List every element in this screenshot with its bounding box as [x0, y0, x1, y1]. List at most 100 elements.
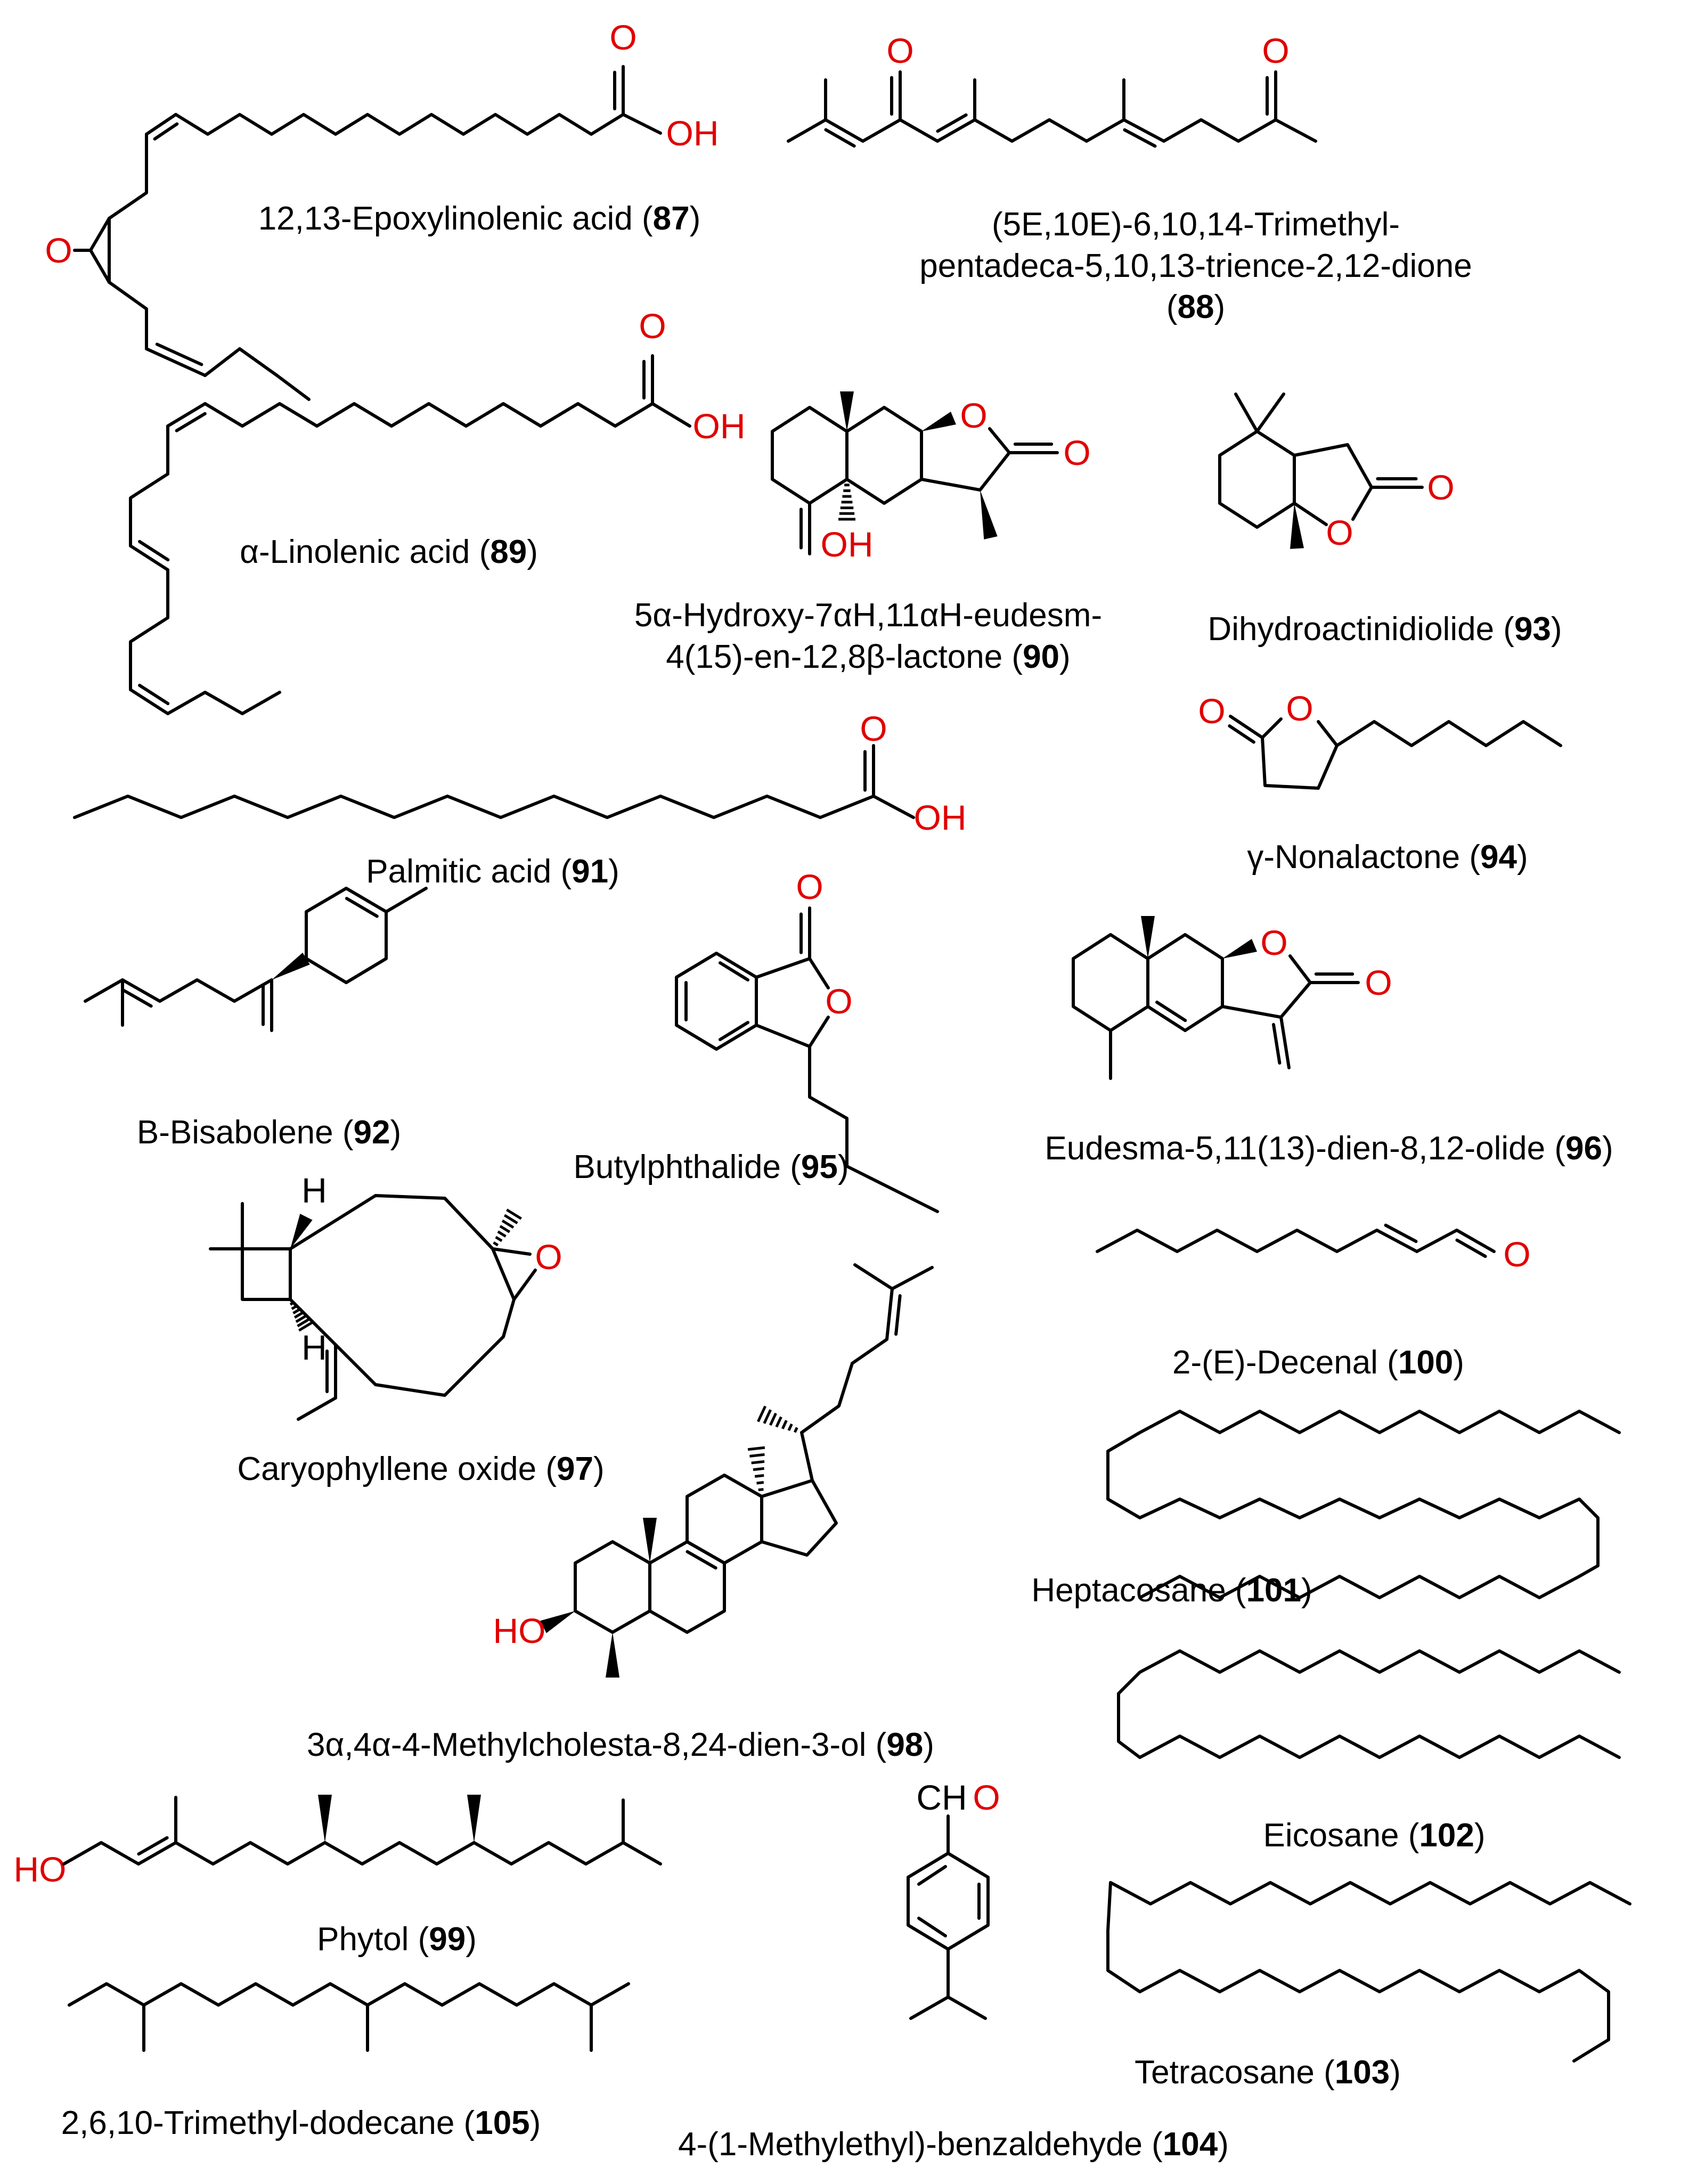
bond — [686, 1540, 726, 1565]
compound-number: 105 — [475, 2105, 530, 2141]
bond — [973, 118, 1125, 143]
bond — [686, 1474, 763, 1565]
lactone-oxygen: O — [1326, 513, 1353, 552]
compound-name: Butylphthalide — [573, 1149, 781, 1185]
bond — [1415, 1229, 1458, 1253]
epoxide-oxygen: O — [535, 1237, 562, 1277]
structure-105 — [68, 1982, 630, 2052]
wedge-bond — [980, 490, 998, 539]
wedge-bond — [643, 1518, 657, 1563]
compound-number: 102 — [1419, 1817, 1474, 1854]
double-bond — [936, 113, 968, 133]
compound-name: Phytol — [317, 1921, 409, 1958]
caption-87: 12,13-Epoxylinolenic acid (87) — [258, 200, 701, 237]
aldehyde-oxygen: O — [1503, 1234, 1530, 1274]
compound-number: 103 — [1334, 2054, 1390, 2091]
bond — [861, 118, 902, 143]
hash-bond — [506, 1208, 522, 1220]
double-bond — [345, 897, 379, 918]
bond — [1218, 430, 1296, 529]
compound-number: 93 — [1514, 611, 1551, 648]
hash-bond — [497, 1230, 507, 1238]
double-bond — [1384, 1223, 1418, 1244]
hash-bond — [763, 1409, 772, 1424]
bond — [89, 217, 111, 284]
bond — [1106, 1410, 1621, 1599]
bond — [1293, 443, 1373, 489]
hydroxyl-group: HO — [493, 1611, 546, 1650]
aldehyde-carbon: CH — [916, 1778, 967, 1817]
bond — [1261, 717, 1283, 739]
caption-97: Caryophyllene oxide (97) — [237, 1451, 605, 1487]
compound-name: Tetracosane — [1135, 2054, 1315, 2091]
carbonyl-oxygen: O — [1063, 433, 1090, 472]
bond — [73, 795, 875, 819]
compound-number: 100 — [1398, 1344, 1454, 1381]
bond — [719, 1021, 749, 1041]
bond — [108, 281, 148, 350]
bond — [305, 887, 348, 960]
compound-name: Eicosane — [1263, 1817, 1399, 1854]
double-bond — [121, 988, 153, 1008]
double-bond — [1455, 1238, 1487, 1258]
bond — [1279, 1016, 1291, 1069]
compound-number: 87 — [652, 200, 690, 237]
bond — [305, 910, 388, 984]
hash-bond — [747, 1446, 765, 1451]
hydroxyl-group: OH — [821, 525, 874, 564]
bond — [174, 1841, 327, 1866]
caption-94: γ-Nonalactone (94) — [1247, 839, 1528, 876]
bond — [917, 1865, 947, 1886]
structure-92 — [84, 887, 428, 1032]
compound-name: Dihydroactinidiolide — [1207, 611, 1495, 648]
bond — [920, 427, 1011, 492]
bond — [800, 1431, 814, 1482]
hash-bond — [493, 1241, 499, 1247]
hydroxyl-group: OH — [914, 798, 967, 837]
hash-bond — [298, 1320, 315, 1332]
bond — [385, 887, 428, 913]
bond — [1229, 715, 1264, 739]
compound-number: 99 — [429, 1921, 466, 1958]
double-bond — [824, 128, 856, 148]
hash-bond — [749, 1453, 765, 1458]
bond — [491, 1247, 532, 1256]
wedge-bond — [921, 412, 956, 431]
carbonyl-oxygen: O — [886, 31, 913, 70]
compound-name: Heptacosane — [1031, 1572, 1226, 1609]
caption-99: Phytol (99) — [317, 1921, 477, 1958]
wedge-bond — [467, 1795, 481, 1843]
caption-89: α-Linolenic acid (89) — [240, 534, 538, 570]
structure-95: OO — [675, 867, 939, 1213]
double-bond — [1271, 1023, 1282, 1065]
hash-bond — [499, 1225, 511, 1233]
bond — [166, 691, 281, 715]
hash-bond — [781, 1420, 788, 1429]
bond — [1072, 933, 1149, 1032]
bond — [174, 113, 625, 136]
compound-number: 91 — [572, 853, 609, 890]
compound-number: 104 — [1162, 2126, 1218, 2163]
double-bond — [153, 122, 179, 141]
compound-number: 96 — [1565, 1130, 1602, 1167]
bond — [1122, 118, 1165, 143]
structure-93: OO — [1218, 392, 1455, 552]
bond — [1117, 1649, 1621, 1759]
bond — [909, 1995, 950, 2020]
caption-95: Butylphthalide (95) — [573, 1149, 849, 1185]
bond — [808, 1045, 939, 1213]
carbonyl-oxygen: O — [1365, 963, 1392, 1002]
bond — [590, 1982, 630, 2007]
bond — [622, 113, 662, 135]
double-bond — [1155, 1000, 1187, 1023]
double-bond — [1228, 724, 1255, 744]
bond — [936, 118, 976, 143]
compound-name: 12,13-Epoxylinolenic acid — [258, 200, 633, 237]
bond — [1146, 1005, 1187, 1032]
double-bond — [175, 412, 207, 432]
compound-name: 2-(E)-Decenal — [1172, 1344, 1378, 1381]
